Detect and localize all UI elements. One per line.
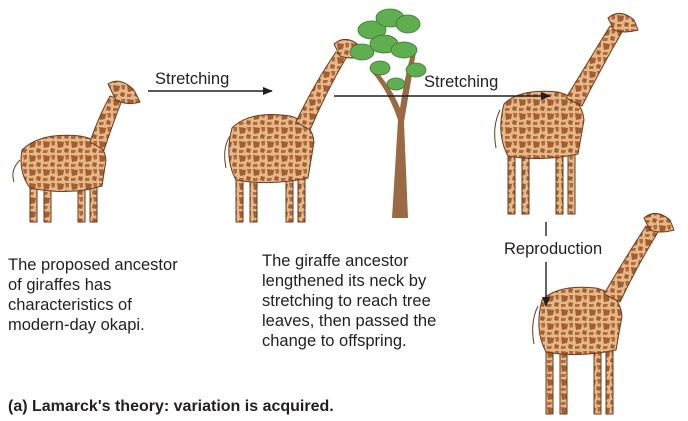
label-stretching-2: Stretching xyxy=(424,73,498,91)
label-stretching-1: Stretching xyxy=(155,70,229,88)
giraffe-ancestor-short-neck xyxy=(13,81,140,222)
label-reproduction: Reproduction xyxy=(502,240,604,258)
giraffe-long-neck xyxy=(495,13,638,214)
tree xyxy=(350,9,426,218)
description-ancestor: The proposed ancestor of giraffes has ch… xyxy=(8,255,178,335)
description-stretching: The giraffe ancestor lengthened its neck… xyxy=(262,251,436,351)
figure-caption: (a) Lamarck's theory: variation is acqui… xyxy=(8,398,334,416)
giraffe-stretching xyxy=(225,39,364,222)
